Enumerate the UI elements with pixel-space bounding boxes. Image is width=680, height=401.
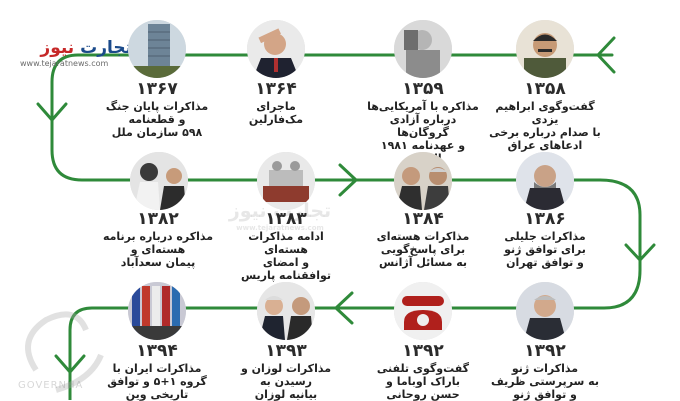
event-year: ۱۳۸۲ xyxy=(137,209,179,229)
event-year: ۱۳۸۶ xyxy=(524,209,566,229)
chevron-right-icon xyxy=(338,163,358,197)
brand-logo: تجارت نیوز www.tejaratnews.com xyxy=(20,38,132,78)
event-photo xyxy=(516,282,574,340)
event-caption: مذاکرات لوزان و رسیدن به بیانیه لوزان xyxy=(240,362,331,401)
event-caption: گفت‌وگوی ابراهیم یزدی با صدام درباره برخ… xyxy=(489,100,601,152)
event-photo xyxy=(130,152,188,210)
event-caption: مذاکرات ژنو به سرپرستی ظریف و توافق ژنو xyxy=(491,362,599,401)
event-year: ۱۳۸۳ xyxy=(265,209,307,229)
event-photo xyxy=(516,20,574,78)
event-year: ۱۳۹۲ xyxy=(402,341,444,361)
event-year: ۱۳۶۷ xyxy=(136,79,178,99)
event-year: ۱۳۶۴ xyxy=(255,79,297,99)
event-year: ۱۳۹۴ xyxy=(136,341,178,361)
event-photo xyxy=(257,152,315,210)
event-photo xyxy=(394,20,452,78)
logo-brand-b: نیوز xyxy=(40,38,75,58)
chevron-left-icon xyxy=(334,291,354,325)
event-photo xyxy=(257,282,315,340)
logo-brand-a: تجارت xyxy=(80,38,132,58)
event-photo xyxy=(516,152,574,210)
event-caption: ادامه مذاکرات هسته‌ای و امضای توافقنامه … xyxy=(240,230,332,282)
chevron-down-icon xyxy=(54,354,86,374)
logo-site: www.tejaratnews.com xyxy=(20,59,109,68)
event-photo xyxy=(128,282,186,340)
event-year: ۱۳۵۸ xyxy=(524,79,566,99)
chevron-down-icon xyxy=(36,102,68,122)
event-year: ۱۳۸۴ xyxy=(402,209,444,229)
event-photo xyxy=(247,20,305,78)
event-year: ۱۳۹۳ xyxy=(265,341,307,361)
chevron-left-icon xyxy=(596,36,616,74)
event-caption: مذاکرات پایان جنگ و قطعنامه ۵۹۸ سازمان م… xyxy=(105,100,209,139)
event-caption: ماجرای مک‌فارلین xyxy=(248,100,304,126)
event-caption: گفت‌وگوی تلفنی باراک اوباما و حسن روحانی xyxy=(376,362,470,401)
event-caption: مذاکره درباره برنامه هسته‌ای و پیمان سعد… xyxy=(102,230,214,269)
event-photo xyxy=(394,152,452,210)
event-caption: مذاکرات هسته‌ای برای پاسخ‌گویی به مسائل … xyxy=(376,230,470,269)
chevron-down-icon xyxy=(624,243,656,262)
event-photo xyxy=(394,282,452,340)
event-caption: مذاکرات ایران با گروه ۱+۵ و توافق تاریخی… xyxy=(107,362,207,401)
event-caption: مذاکرات جلیلی برای توافق ژنو و توافق تهر… xyxy=(504,230,586,269)
event-year: ۱۳۵۹ xyxy=(402,79,444,99)
event-year: ۱۳۹۲ xyxy=(524,341,566,361)
ghost-brand: GOVERNHA xyxy=(18,380,84,391)
event-photo xyxy=(128,20,186,78)
